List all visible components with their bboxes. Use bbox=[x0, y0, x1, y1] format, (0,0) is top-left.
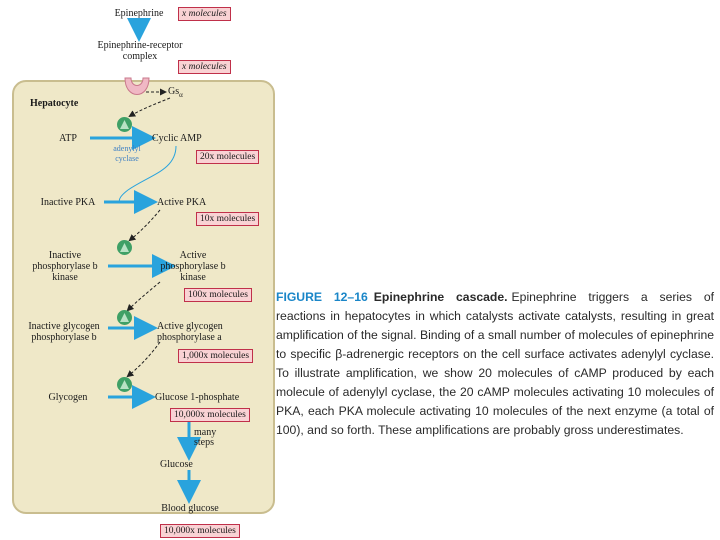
gs-label-text: Gs bbox=[168, 86, 179, 97]
adenylyl-cyclase-label-2: cyclase bbox=[104, 154, 150, 163]
active-phk-label-1: Active bbox=[148, 250, 238, 261]
gp-to-enzyme-arrow bbox=[128, 342, 160, 376]
enzyme-icon bbox=[117, 310, 132, 325]
camp-badge: 20x molecules bbox=[196, 150, 259, 164]
inactive-gp-label-2: phosphorylase b bbox=[20, 332, 108, 343]
hepatocyte-label: Hepatocyte bbox=[30, 98, 100, 109]
blood-glucose-badge: 10,000x molecules bbox=[160, 524, 240, 538]
inactive-phk-label-1: Inactive bbox=[22, 250, 108, 261]
glucose-label: Glucose bbox=[160, 459, 220, 470]
active-phk-label-3: kinase bbox=[148, 272, 238, 283]
gs-label: Gsα bbox=[168, 86, 188, 101]
gs-subscript: α bbox=[179, 91, 183, 99]
figure-caption-text: Epinephrine triggers a series of reactio… bbox=[276, 290, 714, 437]
inactive-gp-label-1: Inactive glycogen bbox=[20, 321, 108, 332]
inactive-phk-label-2: phosphorylase b bbox=[22, 261, 108, 272]
pka-badge: 10x molecules bbox=[196, 212, 259, 226]
adenylyl-cyclase-label-1: adenylyl bbox=[104, 144, 150, 153]
gp-badge: 1,000x molecules bbox=[178, 349, 253, 363]
inactive-phk-label-3: kinase bbox=[22, 272, 108, 283]
atp-label: ATP bbox=[48, 133, 88, 144]
figure-caption: FIGURE 12–16 Epinephrine cascade.Epinephr… bbox=[276, 288, 714, 440]
active-gp-label-1: Active glycogen bbox=[157, 321, 247, 332]
pka-to-enzyme-arrow bbox=[130, 210, 160, 240]
g1p-badge: 10,000x molecules bbox=[170, 408, 250, 422]
active-gp-label-2: phosphorylase a bbox=[157, 332, 247, 343]
receptor-icon bbox=[122, 74, 152, 104]
camp-label: Cyclic AMP bbox=[152, 133, 232, 144]
blood-glucose-label: Blood glucose bbox=[150, 503, 230, 514]
glycogen-label: Glycogen bbox=[38, 392, 98, 403]
figure-title: Epinephrine cascade. bbox=[374, 290, 508, 304]
many-steps-label-2: steps bbox=[194, 437, 234, 448]
enzyme-icon bbox=[117, 117, 132, 132]
active-phk-label-2: phosphorylase b bbox=[148, 261, 238, 272]
enzyme-icon bbox=[117, 377, 132, 392]
phk-to-enzyme-arrow bbox=[128, 282, 160, 310]
figure-number: FIGURE 12–16 bbox=[276, 290, 368, 304]
inactive-pka-label: Inactive PKA bbox=[32, 197, 104, 208]
enzyme-icon bbox=[117, 240, 132, 255]
phk-badge: 100x molecules bbox=[184, 288, 252, 302]
g1p-label: Glucose 1-phosphate bbox=[155, 392, 265, 403]
active-pka-label: Active PKA bbox=[157, 197, 229, 208]
